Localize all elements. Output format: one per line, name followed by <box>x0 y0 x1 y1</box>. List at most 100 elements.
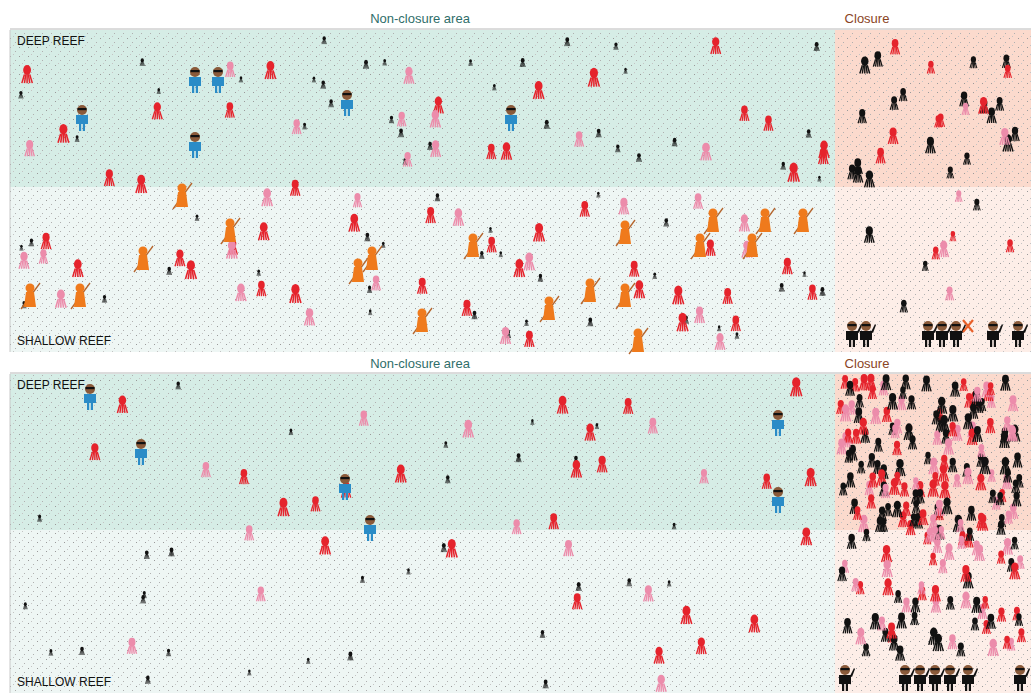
octopus <box>469 59 473 66</box>
octopus <box>996 97 1004 111</box>
octopus <box>949 458 957 472</box>
octopus <box>970 56 977 68</box>
octopus <box>25 140 34 156</box>
octopus <box>525 319 529 326</box>
spear-fisher <box>349 258 368 284</box>
octopus <box>838 567 846 582</box>
octopus <box>902 598 910 613</box>
octopus <box>871 408 880 424</box>
octopus <box>858 109 866 123</box>
octopus <box>176 381 181 389</box>
octopus <box>367 286 371 293</box>
octopus <box>648 418 657 434</box>
octopus <box>982 596 989 609</box>
octopus <box>922 261 928 271</box>
boat-fisher <box>772 410 784 436</box>
octopus <box>953 474 961 487</box>
octopus <box>595 423 598 429</box>
octopus <box>656 675 666 692</box>
octopus <box>39 249 47 263</box>
octopus <box>866 374 876 391</box>
octopus <box>19 91 23 99</box>
octopus <box>696 637 706 654</box>
spear-fisher <box>691 233 710 259</box>
octopus <box>239 76 242 82</box>
octopus <box>731 316 740 332</box>
octopus <box>265 61 275 79</box>
spear-fisher <box>21 283 40 309</box>
octopus <box>1012 492 1020 506</box>
octopus <box>844 429 852 443</box>
closure-person <box>860 321 876 347</box>
octopus <box>874 438 882 452</box>
octopus <box>907 395 915 409</box>
octopus <box>937 397 947 414</box>
octopus <box>997 551 1005 564</box>
octopus <box>918 581 925 594</box>
octopus <box>888 128 898 144</box>
octopus <box>978 444 986 457</box>
boat-fisher <box>135 439 147 465</box>
octopus <box>573 593 582 609</box>
octopus <box>888 393 898 410</box>
octopus <box>944 438 954 454</box>
octopus <box>136 175 147 193</box>
octopus <box>948 405 958 421</box>
octopus <box>462 300 471 316</box>
boat-fisher <box>189 67 201 93</box>
octopus <box>963 467 973 484</box>
octopus <box>879 381 888 396</box>
octopus <box>624 68 627 74</box>
octopus <box>853 166 862 182</box>
octopus <box>1012 479 1020 493</box>
octopus <box>854 506 862 520</box>
octopus <box>29 239 33 247</box>
octopus <box>329 99 334 107</box>
octopus <box>882 545 892 562</box>
octopus <box>933 431 941 445</box>
boat-fisher <box>505 105 517 131</box>
octopus <box>102 295 106 303</box>
octopus <box>257 269 261 275</box>
octopus <box>788 163 799 182</box>
octopus <box>1008 395 1017 411</box>
closure-person <box>987 321 1003 347</box>
octopus <box>987 108 996 123</box>
octopus <box>977 513 986 528</box>
octopus <box>257 586 266 601</box>
octopus <box>369 309 372 315</box>
octopus <box>56 289 67 307</box>
closure-person <box>950 321 966 347</box>
octopus <box>289 429 293 435</box>
octopus <box>359 411 368 426</box>
octopus <box>1000 128 1010 145</box>
octopus <box>127 638 136 654</box>
closure-person <box>839 665 855 691</box>
octopus <box>195 215 199 221</box>
octopus <box>865 226 875 243</box>
octopus <box>492 84 496 90</box>
closure-person <box>922 321 938 347</box>
octopus <box>654 647 664 664</box>
octopus <box>890 478 900 495</box>
octopus <box>664 218 669 226</box>
octopus <box>673 286 684 305</box>
octopus <box>19 252 29 269</box>
octopus <box>169 547 174 556</box>
octopus <box>931 585 941 601</box>
reef-band: DEEP REEF <box>10 30 1031 187</box>
closure-person <box>1014 665 1030 691</box>
octopus <box>564 540 573 556</box>
octopus <box>141 595 146 603</box>
octopus <box>876 148 885 164</box>
octopus <box>431 140 441 157</box>
octopus <box>989 489 997 503</box>
octopus <box>976 474 986 491</box>
octopus <box>38 515 42 522</box>
spear-fisher <box>616 283 635 309</box>
octopus <box>935 500 944 516</box>
octopus <box>104 169 114 186</box>
spear-fisher <box>616 220 635 246</box>
octopus <box>859 374 868 390</box>
